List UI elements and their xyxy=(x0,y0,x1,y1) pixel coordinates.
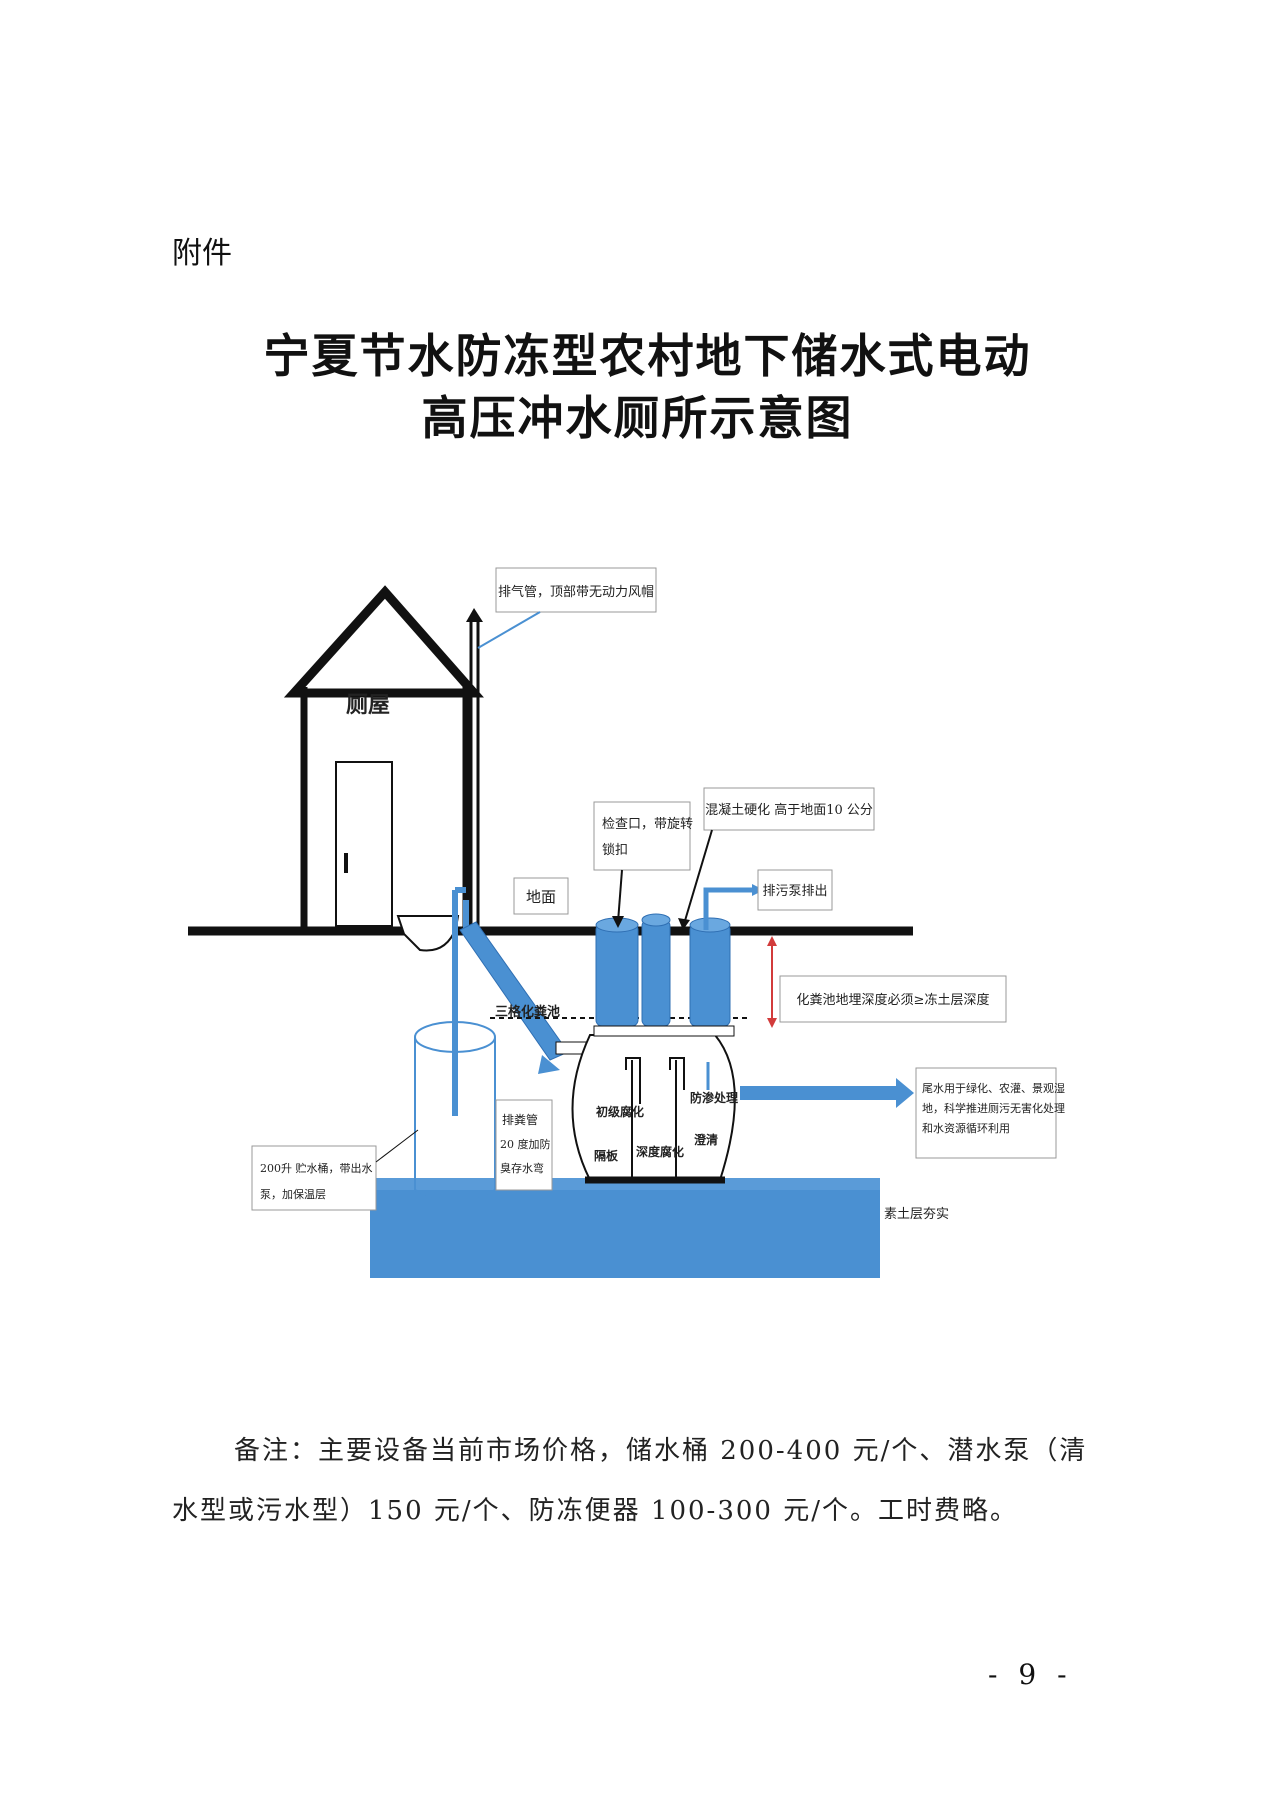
page-title-line-2: 高压冲水厕所示意图 xyxy=(421,391,854,445)
tail-water-2: 地，科学推进厕污无害化处理 xyxy=(922,1101,1065,1115)
inspection-box xyxy=(593,801,691,871)
attachment-label: 附件 xyxy=(172,236,232,271)
house-door xyxy=(335,761,393,927)
riser-2 xyxy=(641,919,671,1027)
door-handle xyxy=(344,853,348,873)
riser-3 xyxy=(689,923,731,1027)
toilet-system-diagram: 厕屋 地面 排气管，顶部带无动力风帽 三格化粪池 初级腐化 防渗处理 澄清 隔板… xyxy=(188,567,1065,1278)
antiseep-label: 防渗处理 xyxy=(690,1090,738,1105)
ground-label-box xyxy=(513,877,569,915)
bucket-label-2: 泵，加保温层 xyxy=(260,1187,326,1201)
tank-elbow-1 xyxy=(625,1057,641,1104)
sewage-pump-label: 排污泵排出 xyxy=(762,884,827,899)
water-bucket-bottom xyxy=(414,1189,496,1201)
concrete-label: 混凝土硬化 高于地面10 公分 xyxy=(705,802,873,818)
page-number: - 9 - xyxy=(988,1658,1073,1691)
sewage-pump-pipe xyxy=(703,887,752,930)
vent-cap xyxy=(466,608,483,622)
sewage-pump-box xyxy=(757,869,833,911)
riser-bases xyxy=(593,1025,735,1037)
bucket-label-1: 200升 贮水桶，带出水 xyxy=(260,1161,373,1175)
outflow-arrow xyxy=(896,1078,914,1108)
drain-label-3: 臭存水弯 xyxy=(500,1161,544,1175)
inspection-line xyxy=(617,869,623,923)
tail-water-box xyxy=(915,1067,1057,1159)
drain-label-2: 20 度加防 xyxy=(500,1137,551,1151)
outflow-pipe xyxy=(740,1086,896,1100)
septic-tank-label: 三格化粪池 xyxy=(495,1004,560,1020)
riser-3-top xyxy=(689,917,731,933)
bucket-box xyxy=(251,1145,377,1211)
drain-label-1: 排粪管 xyxy=(502,1112,538,1127)
vent-callout-text: 排气管，顶部带无动力风帽 xyxy=(498,584,654,600)
riser-2-top xyxy=(641,913,671,927)
depth-arrow-bottom xyxy=(767,1018,777,1028)
soil-layer xyxy=(370,1178,880,1278)
inspection-arrow xyxy=(612,916,624,928)
primary-label: 初级腐化 xyxy=(596,1104,644,1119)
clarify-label: 澄清 xyxy=(694,1132,718,1147)
tail-water-3: 和水资源循环利用 xyxy=(922,1121,1010,1135)
vent-callout-box xyxy=(495,567,657,613)
vent-callout-line xyxy=(477,611,541,649)
inspection-label-2: 锁扣 xyxy=(602,842,628,858)
soil-label: 素土层夯实 xyxy=(884,1207,949,1222)
concrete-box xyxy=(703,787,875,831)
partition-label: 隔板 xyxy=(594,1148,619,1163)
depth-note-box xyxy=(779,975,1007,1023)
depth-note: 化粪池地埋深度必须≥冻土层深度 xyxy=(797,992,990,1008)
bucket-callout-line xyxy=(375,1129,419,1163)
depth-arrow-top xyxy=(767,936,777,946)
concrete-line xyxy=(683,829,713,925)
tank-elbow-2 xyxy=(669,1057,685,1090)
drain-arrow xyxy=(538,1055,560,1074)
toilet-bowl xyxy=(396,915,460,952)
note-line-2: 水型或污水型）150 元/个、防冻便器 100-300 元/个。工时费略。 xyxy=(172,1496,1018,1526)
page-title-line-1: 宁夏节水防冻型农村地下储水式电动 xyxy=(263,329,1032,383)
house-label: 厕屋 xyxy=(346,692,390,718)
tail-water-1: 尾水用于绿化、农灌、景观湿 xyxy=(922,1081,1065,1095)
house-roof xyxy=(283,585,484,698)
deep-label: 深度腐化 xyxy=(636,1144,684,1159)
ground-label: 地面 xyxy=(526,888,556,906)
note-line-1: 备注：主要设备当前市场价格，储水桶 200-400 元/个、潜水泵（清 xyxy=(234,1436,1088,1466)
drain-box xyxy=(495,1099,553,1191)
concrete-arrow xyxy=(678,918,690,930)
inspection-label-1: 检查口，带旋转 xyxy=(602,817,693,832)
riser-1 xyxy=(595,923,639,1027)
